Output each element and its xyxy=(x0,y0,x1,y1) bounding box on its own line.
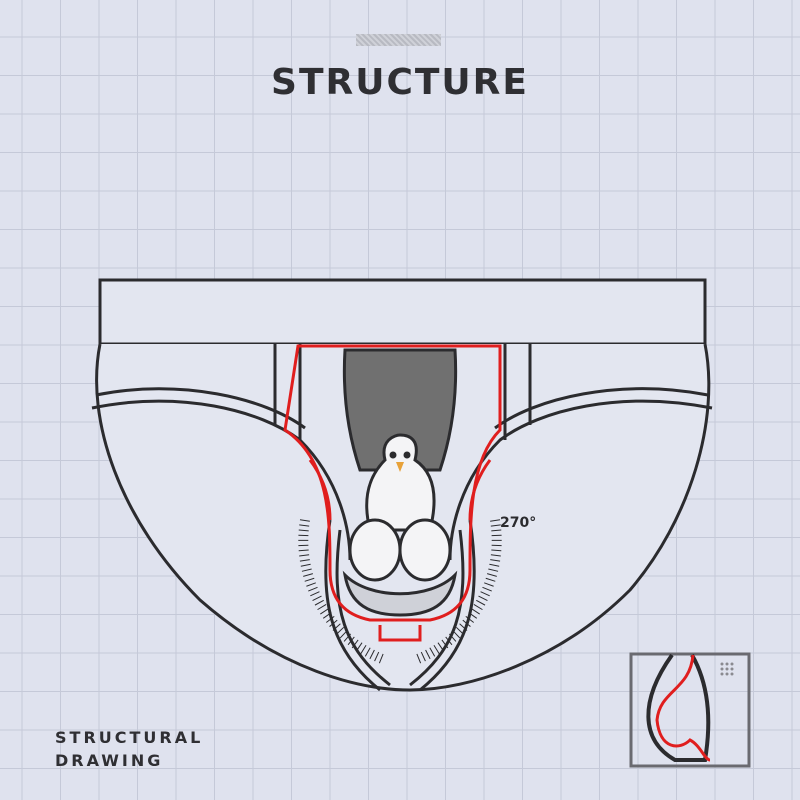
caption: STRUCTURAL DRAWING xyxy=(55,726,203,772)
side-view-inset xyxy=(629,652,751,768)
angle-label: 270° xyxy=(500,515,536,531)
page-title: STRUCTURE xyxy=(271,62,529,103)
bird-icon xyxy=(342,433,458,617)
tape-decoration xyxy=(356,34,441,46)
caption-line-1: STRUCTURAL xyxy=(55,728,204,747)
caption-line-2: DRAWING xyxy=(55,751,164,770)
red-structure-lines xyxy=(283,344,502,642)
pouch-panel xyxy=(342,348,458,472)
